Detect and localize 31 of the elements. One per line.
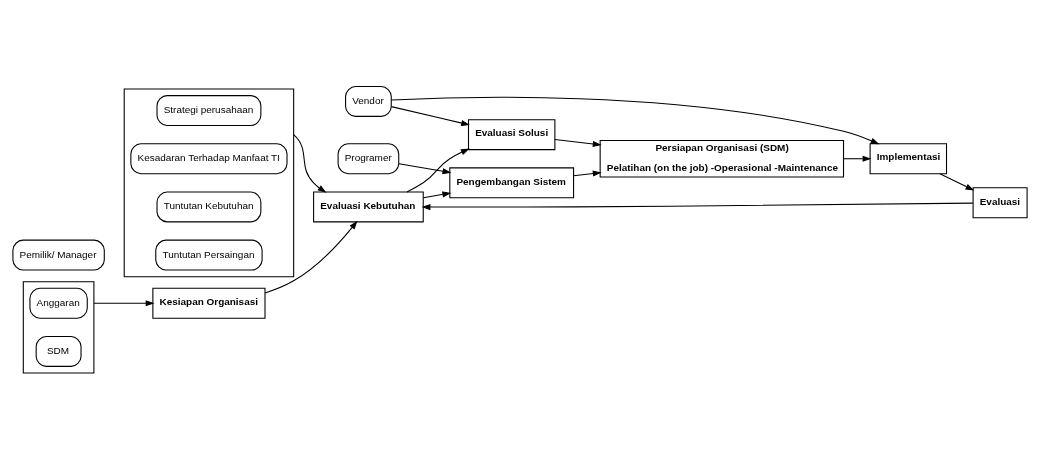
arrow xyxy=(406,148,470,193)
node-box: Evaluasi Solusi xyxy=(467,119,556,151)
arrow xyxy=(293,134,327,193)
arrow xyxy=(843,155,872,162)
node-box: SDM xyxy=(35,335,82,367)
node-box: Persiapan Organisasi (SDM) Pelatihan (on the job) -Operasional -Maintenance xyxy=(599,139,845,178)
node-box: Implementasi xyxy=(869,143,948,175)
node-box: Evaluasi Kebutuhan xyxy=(313,191,424,223)
arrow xyxy=(390,96,880,145)
node-box: Strategi perusahaan xyxy=(156,95,262,127)
arrow xyxy=(398,163,452,175)
node-box: Programer xyxy=(337,143,400,175)
node-box: Tuntutan Persaingan xyxy=(155,239,263,271)
arrow xyxy=(939,173,975,191)
node-box: Pemilik/ Manager xyxy=(12,239,105,271)
arrow xyxy=(264,220,358,294)
node-box: Tuntutan Kebutuhan xyxy=(156,191,262,223)
node-box: Anggaran xyxy=(29,287,88,319)
node-box: Vendor xyxy=(345,85,392,117)
cluster xyxy=(123,88,295,278)
cluster xyxy=(22,281,95,374)
arrow xyxy=(390,106,470,127)
node-box: Kesadaran Terhadap Manfaat TI xyxy=(130,143,288,175)
arrow xyxy=(554,139,602,147)
arrow xyxy=(423,191,452,199)
arrow xyxy=(93,300,155,307)
node-box: Pengembangan Sistem xyxy=(449,167,575,199)
arrow xyxy=(421,202,974,211)
arrow xyxy=(573,170,602,177)
node-box: Evaluasi xyxy=(972,187,1028,219)
node-box: Kesiapan Organisasi xyxy=(152,287,266,319)
